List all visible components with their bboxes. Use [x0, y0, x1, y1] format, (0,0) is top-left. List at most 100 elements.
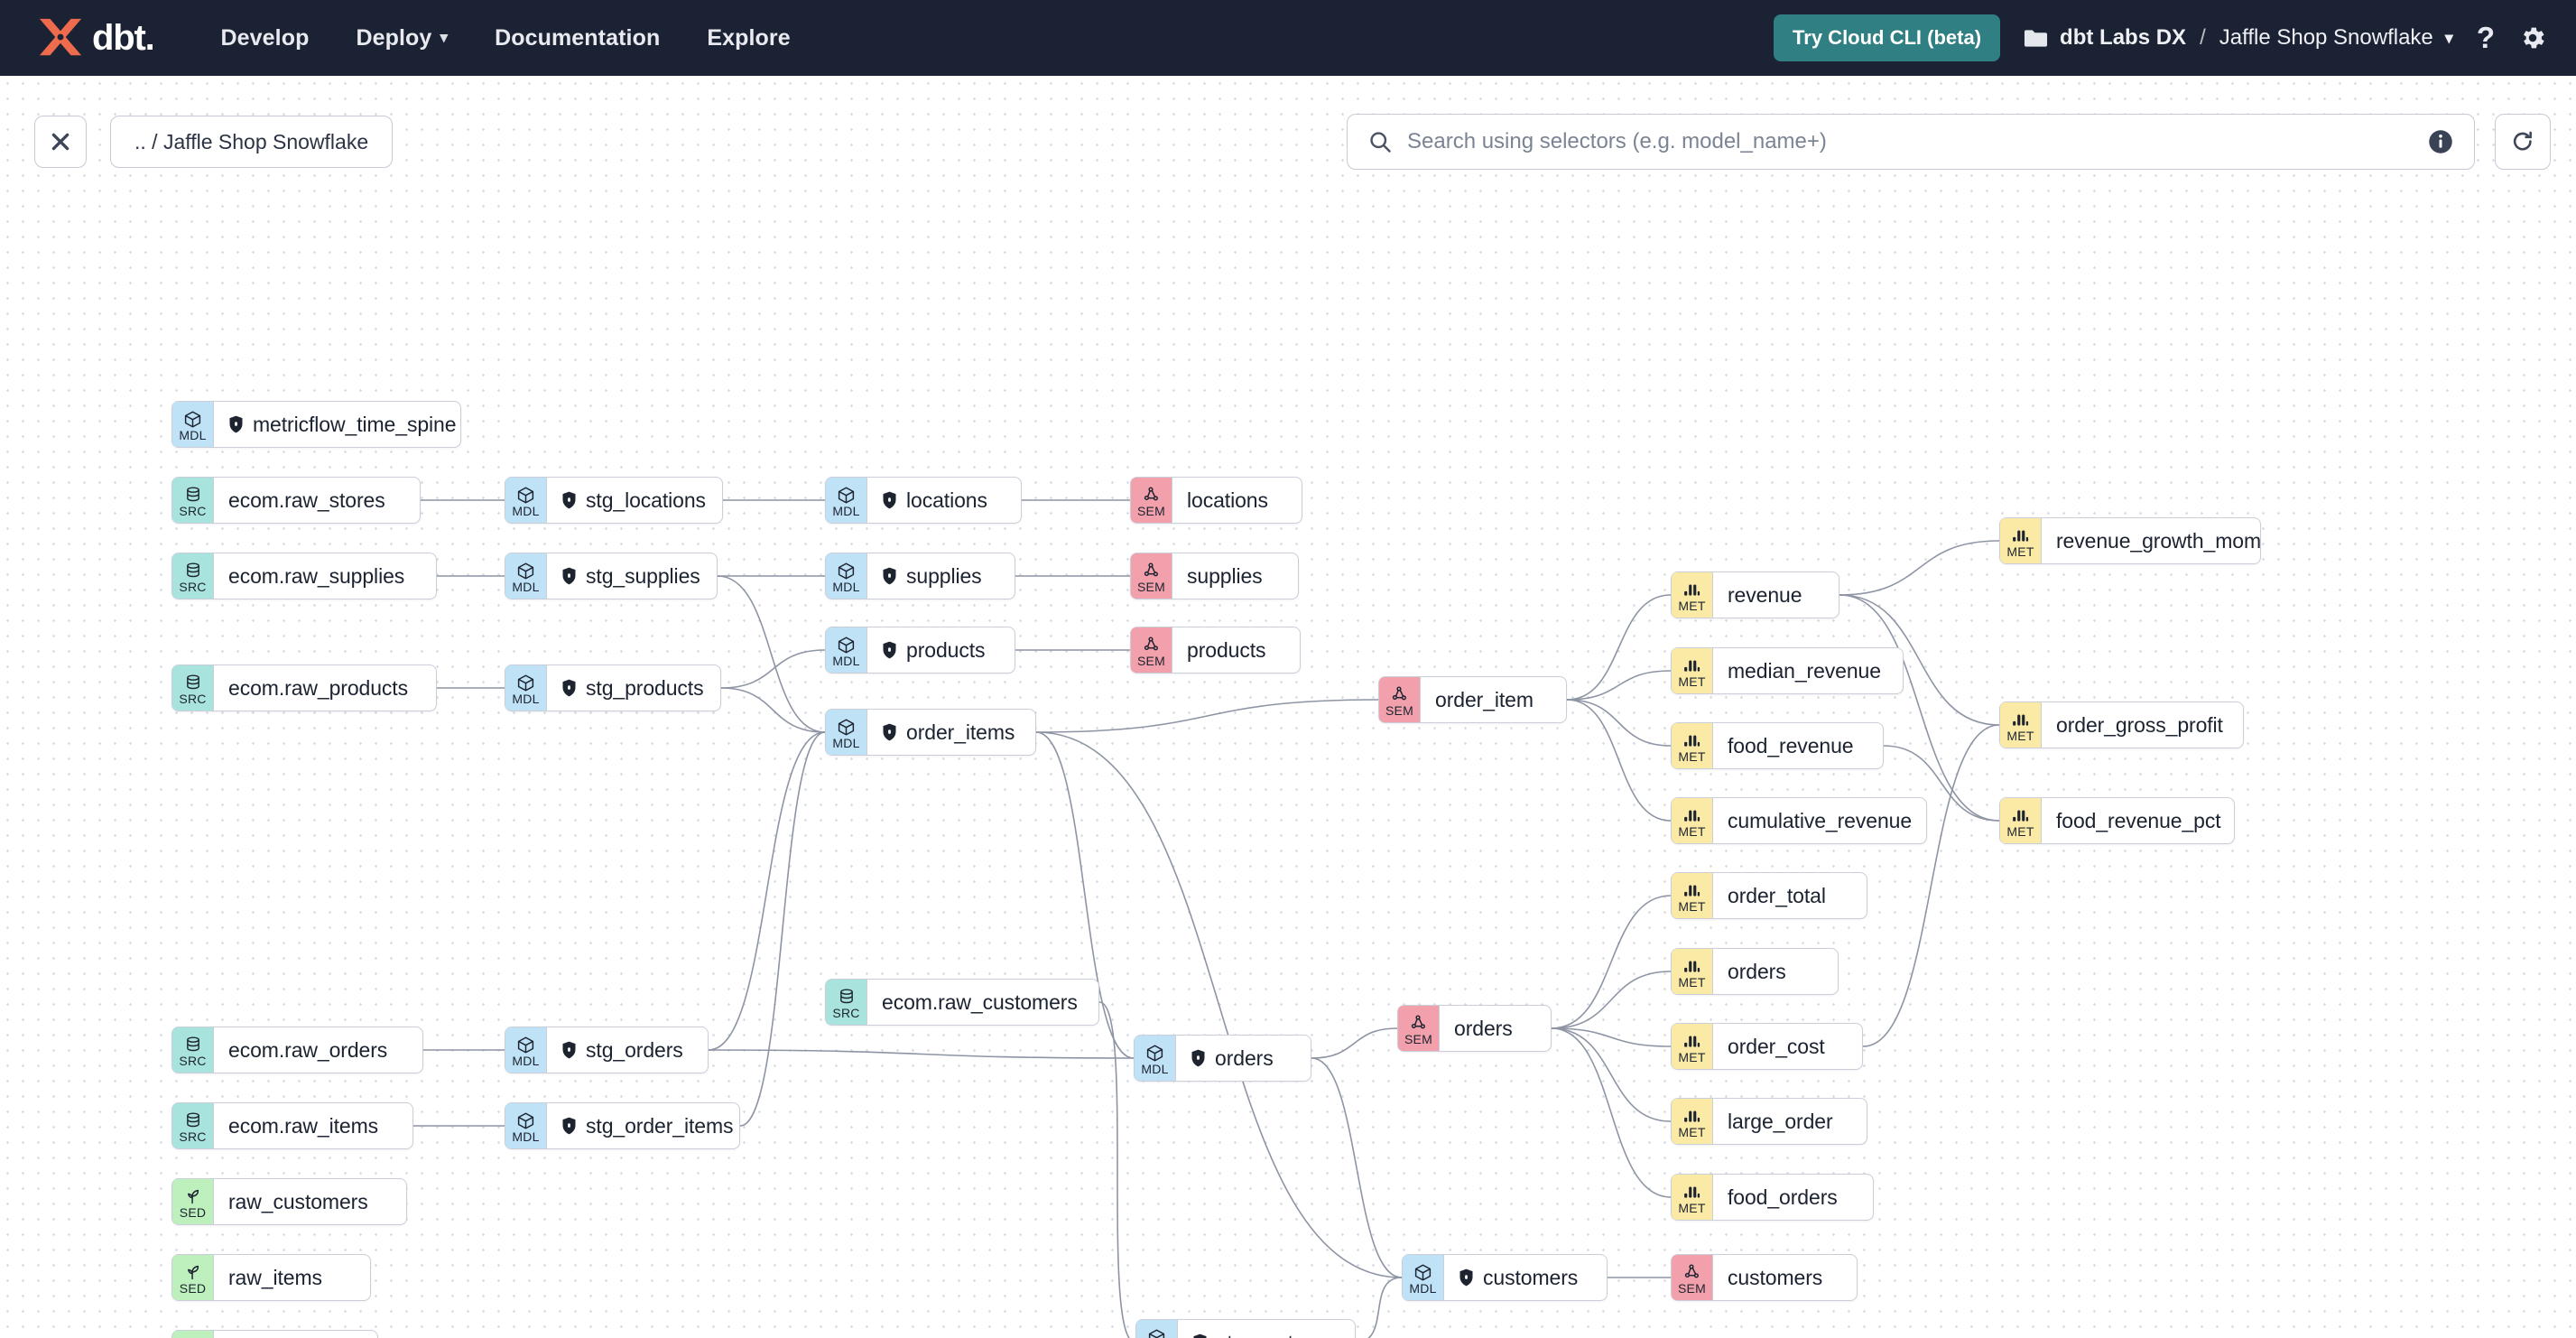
mdl-icon — [1145, 1044, 1164, 1063]
node-type-badge-sed: SED — [172, 1331, 214, 1338]
lineage-edge — [1311, 1027, 1398, 1059]
node-type-badge-sem: SEM — [1131, 553, 1172, 599]
src-icon — [184, 562, 202, 581]
node-type-badge-met: MET — [1672, 1024, 1713, 1069]
node-label-wrap: products — [867, 627, 1001, 673]
node-type-badge-met: MET — [2000, 798, 2042, 843]
node-type-badge-mdl: MDL — [172, 402, 214, 447]
met-icon — [1682, 881, 1701, 900]
breadcrumb-button[interactable]: .. / Jaffle Shop Snowflake — [110, 116, 394, 168]
node-type-label: SRC — [179, 691, 207, 706]
node-type-badge-sem: SEM — [1398, 1006, 1440, 1051]
search-input[interactable] — [1407, 129, 2413, 154]
graph-node-sem-locations[interactable]: SEM locations — [1130, 477, 1302, 524]
node-label-wrap: order_gross_profit — [2042, 702, 2239, 748]
lineage-edge — [1839, 594, 2000, 822]
refresh-button[interactable] — [2495, 114, 2551, 170]
lineage-edge — [1035, 731, 1135, 1059]
node-label: revenue — [1728, 582, 1802, 607]
node-label-wrap: order_items — [867, 710, 1031, 755]
try-cloud-cli-button[interactable]: Try Cloud CLI (beta) — [1774, 14, 2001, 61]
node-type-label: SRC — [179, 1129, 207, 1144]
private-lock-icon — [1191, 1049, 1205, 1067]
node-type-badge-sem: SEM — [1131, 478, 1172, 523]
src-icon — [838, 988, 856, 1007]
info-icon[interactable] — [2427, 128, 2454, 155]
private-lock-icon — [1193, 1333, 1207, 1338]
lineage-edge — [1551, 895, 1672, 1029]
node-type-badge-src: SRC — [826, 980, 867, 1025]
node-type-badge-src: SRC — [172, 1027, 214, 1073]
node-type-label: MDL — [512, 1129, 540, 1144]
met-icon — [1682, 731, 1701, 750]
met-icon — [2011, 711, 2030, 729]
sem-icon — [1142, 636, 1161, 655]
sed-icon — [183, 1263, 202, 1282]
node-label: locations — [1187, 488, 1268, 512]
help-icon[interactable]: ? — [2476, 21, 2495, 54]
chevron-down-icon[interactable]: ▾ — [2444, 28, 2453, 47]
node-label: supplies — [906, 563, 982, 588]
node-type-label: MDL — [1409, 1280, 1437, 1296]
close-button[interactable] — [34, 116, 87, 168]
gear-icon[interactable] — [2518, 23, 2547, 52]
search-bar[interactable] — [1347, 114, 2475, 170]
sem-icon — [1409, 1014, 1428, 1033]
account-project-breadcrumb[interactable]: dbt Labs DX / Jaffle Shop Snowflake ▾ — [2024, 25, 2453, 51]
node-type-label: MET — [1678, 898, 1706, 914]
nav-item-deploy[interactable]: Deploy▾ — [356, 24, 449, 51]
lineage-edge — [1098, 1001, 1131, 1338]
nav-item-develop[interactable]: Develop — [220, 24, 310, 51]
nav-item-documentation[interactable]: Documentation — [495, 24, 661, 51]
node-label-wrap: orders — [1176, 1036, 1290, 1081]
nav-item-explore[interactable]: Explore — [707, 24, 791, 51]
node-type-badge-met: MET — [1672, 648, 1713, 693]
graph-toolbar: .. / Jaffle Shop Snowflake — [0, 76, 2576, 170]
dbt-logo[interactable]: dbt. — [32, 15, 155, 60]
met-icon — [1682, 957, 1701, 976]
node-type-label: SRC — [832, 1005, 860, 1020]
node-type-label: SED — [179, 1204, 207, 1220]
lineage-edge — [739, 731, 826, 1127]
